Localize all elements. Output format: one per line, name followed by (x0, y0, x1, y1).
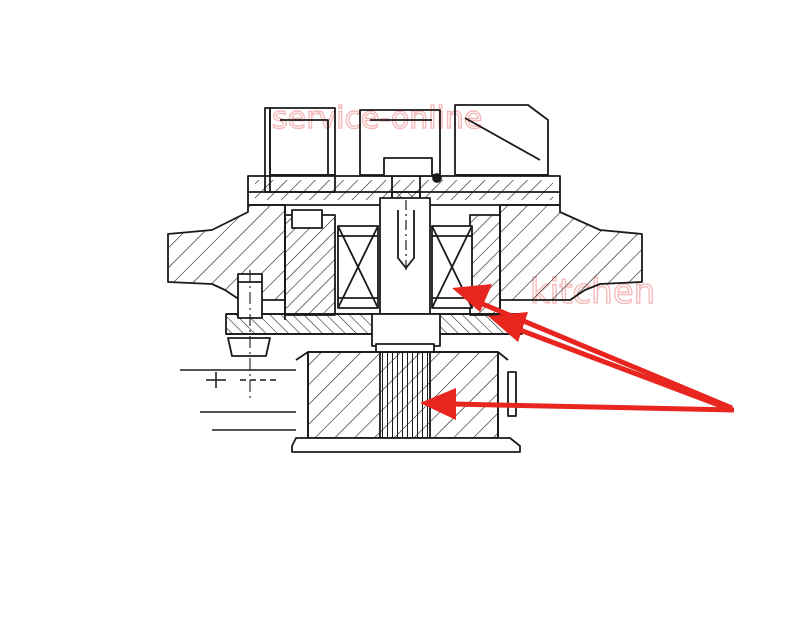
pulley (291, 343, 521, 453)
callout-arrow-spline-shaft (420, 388, 735, 420)
main-housing (167, 204, 643, 320)
central-shaft (379, 197, 431, 317)
callout-arrow-bearing-seat (488, 312, 733, 413)
auxiliary-lines (180, 369, 296, 431)
diagram-lines (167, 104, 643, 453)
base-plate (225, 313, 523, 347)
watermark-text-top: service-online (272, 101, 482, 136)
callout-arrows (420, 284, 735, 420)
bearing-left (337, 225, 379, 309)
left-bolt (227, 270, 271, 400)
